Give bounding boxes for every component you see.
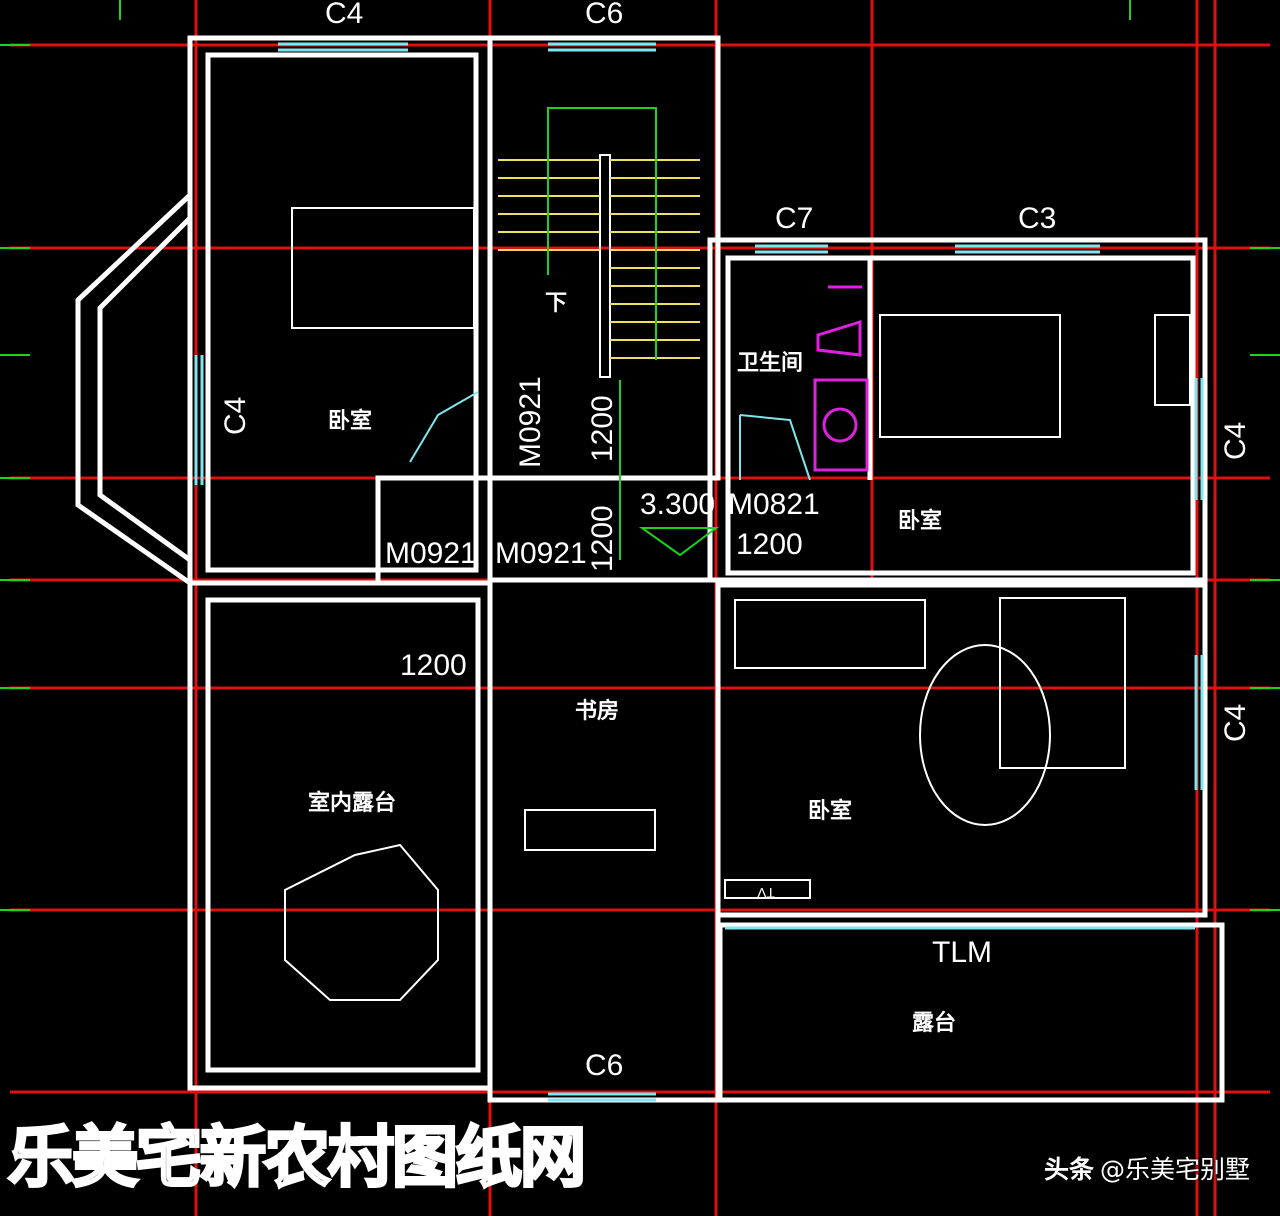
walls xyxy=(75,35,1225,1103)
credit-source: 头条 xyxy=(1043,1155,1094,1184)
credit: 头条@乐美宅别墅 xyxy=(1044,1150,1250,1186)
bathroom-fixtures xyxy=(813,285,869,472)
window-label-c4-left: C4 xyxy=(219,397,252,435)
level-mark: 3.300 xyxy=(640,488,715,521)
windows xyxy=(194,42,1204,1102)
window-label-c4-right-lower: C4 xyxy=(1219,704,1252,742)
dimension-1200-hall: 1200 xyxy=(400,649,467,682)
door-label-m0921-left: M0921 xyxy=(385,537,477,570)
door-label-m0921-vertical: M0921 xyxy=(514,376,547,468)
dimension-1200-stair-lower: 1200 xyxy=(586,505,619,572)
credit-account: @乐美宅别墅 xyxy=(1099,1155,1250,1184)
staircase xyxy=(498,107,700,560)
door-label-m0921-mid: M0921 xyxy=(495,537,587,570)
room-label-study: 书房 xyxy=(575,698,619,724)
room-label-bedroom-ne: 卧室 xyxy=(898,508,942,534)
room-label-bathroom: 卫生间 xyxy=(737,351,803,376)
dimension-1200-stair-upper: 1200 xyxy=(586,395,619,462)
window-label-c6-top: C6 xyxy=(585,0,623,30)
stair-down-label: 下 xyxy=(545,291,567,316)
window-label-c6-bottom: C6 xyxy=(585,1049,623,1082)
room-label-bedroom-se: 卧室 xyxy=(808,798,852,824)
balcony-door-label: TLM xyxy=(932,936,992,969)
door-swings xyxy=(409,391,811,481)
watermark: 乐美宅新农村图纸网 xyxy=(7,1118,588,1198)
door-label-m0821: M0821 xyxy=(728,488,820,521)
room-label-terrace: 露台 xyxy=(912,1010,956,1036)
dimension-1200-m0821: 1200 xyxy=(736,528,803,561)
tv-label: TV xyxy=(756,885,775,901)
level-marker-icon xyxy=(638,527,719,557)
window-label-c4-top: C4 xyxy=(325,0,363,30)
window-label-c7: C7 xyxy=(775,202,813,235)
room-label-indoor-terrace: 室内露台 xyxy=(308,790,396,816)
window-label-c3: C3 xyxy=(1018,202,1056,235)
room-label-bedroom-nw: 卧室 xyxy=(328,408,372,434)
beds xyxy=(284,207,1191,1001)
window-label-c4-right-upper: C4 xyxy=(1219,422,1252,460)
